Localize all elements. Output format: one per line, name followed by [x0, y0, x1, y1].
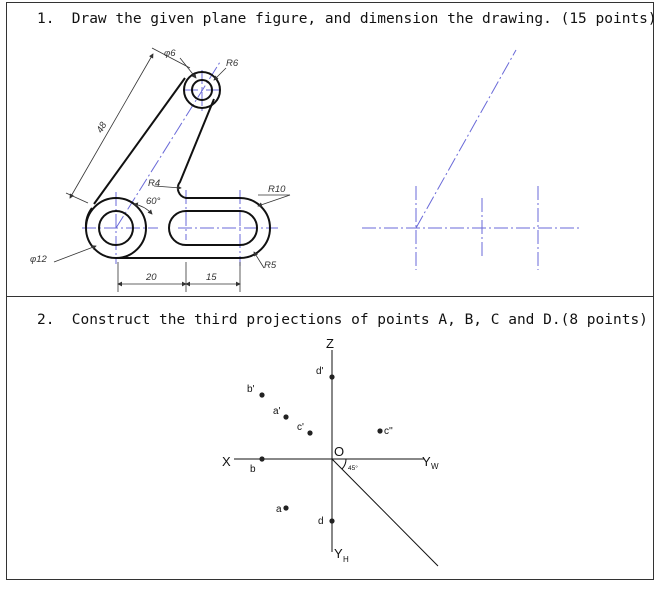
- point-a-prime: [283, 414, 289, 420]
- dim-r10: R10: [268, 184, 286, 195]
- label-a: a: [276, 504, 282, 515]
- dim-15: 15: [206, 272, 217, 283]
- projection-diagram: Z X Y W Y H O 45° d' b' a' c' c'' b a d: [222, 336, 439, 567]
- dim-r5: R5: [264, 260, 277, 271]
- question-2: 2. Construct the third projections of po…: [37, 312, 648, 328]
- angle-45-label: 45°: [348, 464, 358, 472]
- outline: [84, 71, 271, 259]
- axis-yh-subscript: H: [343, 555, 349, 564]
- point-d: [329, 518, 335, 524]
- point-a: [283, 505, 289, 511]
- axis-yh-label: Y: [334, 546, 343, 561]
- plane-figure: φ6 R6 48 R4 60° R10 φ12 R5 20 15: [30, 47, 291, 292]
- centerlines: [82, 61, 278, 266]
- label-a-prime: a': [273, 406, 281, 417]
- question-1-text: Draw the given plane figure, and dimensi…: [71, 11, 657, 27]
- projection-axes: [234, 350, 439, 567]
- label-b: b: [250, 464, 256, 475]
- point-c-double-prime: [377, 428, 383, 434]
- question-1: 1. Draw the given plane figure, and dime…: [37, 11, 657, 27]
- question-1-number: 1.: [37, 11, 55, 27]
- dim-20: 20: [145, 272, 157, 283]
- axis-z-label: Z: [326, 336, 334, 351]
- dimension-lines: [53, 47, 291, 292]
- dim-r6: R6: [226, 58, 239, 69]
- axis-yw-label: Y: [422, 454, 431, 469]
- dim-angle-60: 60°: [146, 196, 161, 207]
- axis-x-label: X: [222, 454, 231, 469]
- label-c-double-prime: c'': [384, 426, 393, 437]
- question-2-text: Construct the third projections of point…: [71, 312, 648, 328]
- origin-label: O: [334, 444, 344, 459]
- question-2-number: 2.: [37, 312, 55, 328]
- section-divider: [7, 296, 653, 297]
- label-c-prime: c': [297, 422, 304, 433]
- label-b-prime: b': [247, 384, 255, 395]
- layout-centerlines: [362, 49, 582, 270]
- dim-phi12: φ12: [30, 254, 47, 265]
- point-b-prime: [259, 392, 265, 398]
- point-d-prime: [329, 374, 335, 380]
- dim-r4: R4: [148, 178, 160, 189]
- point-b: [259, 456, 265, 462]
- label-d-prime: d': [316, 366, 324, 377]
- point-c-prime: [307, 430, 313, 436]
- projection-points: [259, 374, 383, 524]
- axis-yw-subscript: W: [431, 462, 439, 471]
- dim-phi6: φ6: [164, 48, 176, 59]
- label-d: d: [318, 516, 324, 527]
